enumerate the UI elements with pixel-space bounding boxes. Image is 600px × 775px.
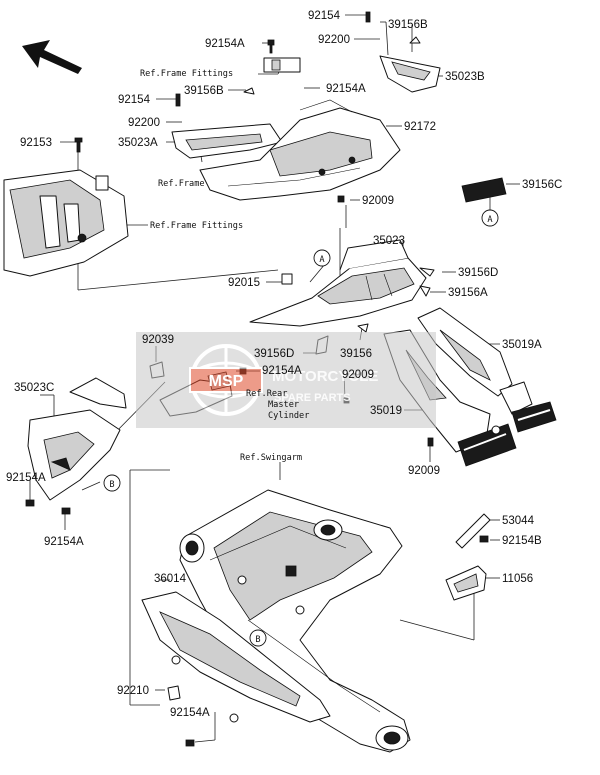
- label-92210: 92210: [117, 685, 149, 697]
- watermark: [136, 332, 436, 428]
- side-guard-35023c: [27, 377, 127, 501]
- label-92200-mid: 92200: [128, 117, 160, 129]
- callout-a-right: A: [481, 209, 499, 227]
- pipe-53044: [455, 513, 491, 549]
- ref-rear-master-line2: Master: [268, 400, 299, 410]
- callout-a-center: A: [313, 249, 331, 267]
- label-53044: 53044: [502, 515, 535, 527]
- label-39156c: 39156C: [522, 179, 562, 191]
- label-39156d-left: 39156D: [254, 348, 294, 360]
- label-39156a: 39156A: [448, 287, 488, 299]
- label-35023b: 35023B: [445, 71, 485, 83]
- chain-guard-36014: [141, 591, 331, 723]
- rubber-39156b-mid: [243, 87, 255, 95]
- rubber-39156b-top: [409, 36, 421, 44]
- label-35023c: 35023C: [14, 382, 54, 394]
- label-92153: 92153: [20, 137, 52, 149]
- label-35023: 35023: [373, 235, 405, 247]
- bolt-92154a-top: [267, 39, 275, 54]
- grommet-92015: [281, 273, 293, 285]
- label-39156b-mid: 39156B: [184, 85, 224, 97]
- bolt-92154a-left: [25, 499, 35, 507]
- label-92200-top: 92200: [318, 34, 350, 46]
- label-92172: 92172: [404, 121, 436, 133]
- label-36014: 36014: [154, 573, 187, 585]
- inner-fender-assembly: [3, 169, 129, 277]
- label-92015: 92015: [228, 277, 260, 289]
- rubber-39156d-right: [419, 267, 435, 277]
- label-92154a-mid: 92154A: [326, 83, 366, 95]
- svg-text:A: A: [487, 215, 493, 225]
- watermark-logo: MSP: [209, 373, 244, 390]
- bolt-92154a-bottom: [185, 739, 195, 747]
- swingarm: [179, 489, 411, 753]
- front-direction-arrow-icon: [22, 40, 82, 74]
- grommet-92210: [167, 685, 181, 701]
- label-92154a-top: 92154A: [205, 38, 245, 50]
- label-92009-lower: 92009: [408, 465, 440, 477]
- label-92154a-left2: 92154A: [44, 536, 84, 548]
- label-92039: 92039: [142, 334, 174, 346]
- ref-frame: Ref.Frame: [158, 179, 205, 189]
- svg-text:A: A: [319, 255, 325, 265]
- frame-fitting-bracket-top: [263, 57, 301, 73]
- ref-frame-fittings-left: Ref.Frame Fittings: [150, 221, 243, 231]
- bolt-92009-lower: [427, 437, 434, 447]
- label-11056: 11056: [502, 573, 533, 585]
- ref-swingarm: Ref.Swingarm: [240, 453, 302, 463]
- label-92154a-bottom: 92154A: [170, 707, 210, 719]
- bolt-92154-mid: [175, 93, 181, 107]
- ref-frame-fittings-top: Ref.Frame Fittings: [140, 69, 233, 79]
- bolt-92154-top: [365, 11, 371, 23]
- rubber-39156a: [419, 285, 431, 297]
- fender-bracket-35019a: [417, 307, 533, 415]
- rear-frame-assembly: [199, 99, 401, 201]
- bolt-92154a-left2: [61, 507, 71, 515]
- callout-b-bottom: B: [249, 629, 267, 647]
- watermark-line1: MOTORCYCLE: [272, 368, 378, 385]
- label-39156: 39156: [340, 348, 372, 360]
- bolt-92154b: [479, 535, 489, 543]
- label-35019: 35019: [370, 405, 402, 417]
- label-39156b-top: 39156B: [388, 19, 428, 31]
- label-92009-top: 92009: [362, 195, 394, 207]
- label-35019a: 35019A: [502, 339, 542, 351]
- label-92154a-left: 92154A: [6, 472, 46, 484]
- side-cover-35023b: [379, 55, 441, 93]
- label-92009-center: 92009: [342, 369, 374, 381]
- callout-b-left: B: [103, 474, 121, 492]
- watermark-line2: SPARE PARTS: [274, 392, 351, 404]
- bolt-92153: [74, 137, 83, 153]
- ref-rear-master-line3: Cylinder: [268, 411, 309, 421]
- bolt-92009-top: [337, 195, 345, 203]
- label-92154-top: 92154: [308, 10, 341, 22]
- label-39156d-right: 39156D: [458, 267, 498, 279]
- tail-cover-35023: [249, 239, 427, 327]
- side-cover-35023a: [171, 123, 283, 159]
- svg-text:B: B: [255, 635, 260, 645]
- ref-rear-master-line1: Ref.Rear: [246, 389, 287, 399]
- label-92154-mid: 92154: [118, 94, 151, 106]
- bracket-11056: [445, 565, 487, 601]
- label-92154a-center: 92154A: [262, 365, 302, 377]
- svg-text:B: B: [109, 480, 114, 490]
- label-35023a: 35023A: [118, 137, 158, 149]
- sticker-39156c: [461, 177, 507, 203]
- label-92154b: 92154B: [502, 535, 542, 547]
- rubber-39156: [357, 323, 369, 333]
